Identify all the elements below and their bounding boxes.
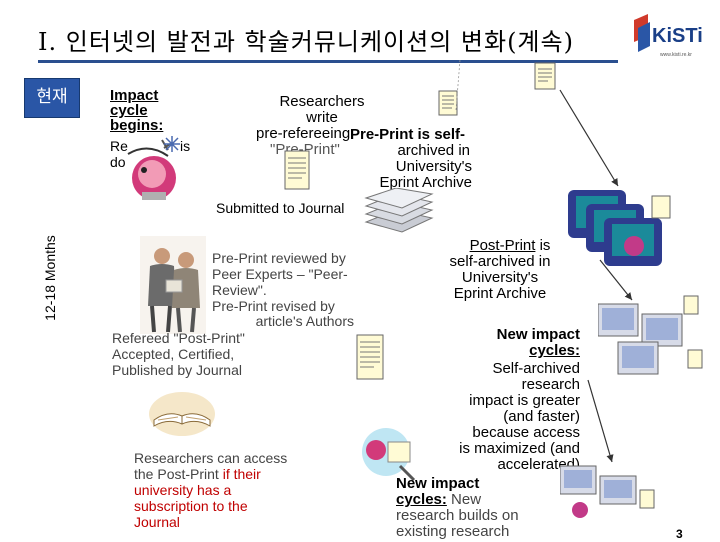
review-4: Pre-Print revised by	[212, 298, 335, 314]
impact-cycle-line: Impact	[110, 87, 159, 104]
new-impact-b3: research builds on	[396, 507, 519, 524]
refereed-1: Refereed "Post-Print"	[112, 330, 245, 346]
new-impact-2: cycles:	[529, 342, 580, 359]
text-fragment: is	[535, 237, 551, 254]
research-done-text: Re	[110, 138, 128, 154]
document-icon	[356, 334, 384, 380]
preprint-self-3: University's	[395, 158, 472, 175]
document-icon	[284, 150, 310, 190]
access-5: Journal	[134, 514, 180, 530]
side-label-current: 현재	[24, 78, 80, 118]
text-fragment: Post-Print	[469, 237, 536, 254]
review-1: Pre-Print reviewed by	[212, 250, 346, 266]
journal-stack-icon	[362, 187, 434, 234]
new-impact-b1: New impact	[396, 475, 480, 492]
arrow-icon	[587, 379, 614, 463]
new-impact-b4: existing research	[396, 523, 510, 540]
title-divider	[38, 60, 618, 63]
postprint-2: self-archived in	[449, 253, 551, 270]
open-book-icon	[148, 386, 216, 438]
access-1: Researchers can access	[134, 450, 288, 466]
research-done-text-2: is	[180, 138, 191, 154]
self-archived-1: Self-archived	[492, 360, 580, 377]
self-archived-2: research	[521, 376, 580, 393]
refereed-3: Published by Journal	[112, 362, 242, 378]
preprint-self-2: archived in	[397, 142, 470, 159]
postprint-1: Post-Print is	[440, 238, 580, 254]
refereed-2: Accepted, Certified,	[112, 346, 235, 362]
researcher-figure-icon	[118, 134, 188, 206]
self-archived-7: accelerated)	[497, 456, 580, 473]
slide-title: Ⅰ. 인터넷의 발전과 학술커뮤니케이션의 변화(계속)	[38, 28, 574, 56]
preprint-self-4: Eprint Archive	[379, 174, 472, 191]
self-archived-5: because access	[472, 424, 580, 441]
text-fragment: the Post-Print	[134, 466, 223, 482]
document-icon	[438, 90, 458, 116]
self-archived-3: impact is greater	[469, 392, 580, 409]
researchers-write-2: write	[306, 109, 338, 126]
text-fragment: cycles:	[396, 491, 447, 508]
new-impact-1: New impact	[496, 326, 580, 343]
new-impact-b2: cycles: New	[396, 492, 481, 508]
page-number: 3	[676, 527, 683, 541]
star-icon	[164, 136, 180, 152]
researchers-write-3: pre-refereeing	[256, 125, 351, 142]
access-2: the Post-Print if their	[134, 466, 261, 482]
impact-cycle-heading: Impact cycle begins:	[110, 88, 163, 133]
kisti-logo: KiSTi www.kisti.re.kr	[630, 12, 710, 62]
computer-user-icon	[559, 460, 660, 526]
text-fragment: Re	[110, 138, 128, 154]
access-4: subscription to the	[134, 498, 248, 514]
postprint-4: Eprint Archive	[453, 285, 547, 302]
svg-text:www.kisti.re.kr: www.kisti.re.kr	[660, 52, 692, 58]
people-photo-icon	[140, 236, 206, 334]
self-archived-4: (and faster)	[503, 408, 580, 425]
postprint-3: University's	[461, 269, 539, 286]
impact-cycle-line: cycle	[110, 102, 148, 119]
logo-text: KiSTi	[652, 25, 703, 47]
computer-user-icon	[568, 186, 676, 278]
computer-user-icon	[356, 422, 426, 484]
submitted-label: Submitted to Journal	[216, 200, 345, 216]
computer-user-icon	[597, 290, 710, 386]
review-5: article's Authors	[255, 313, 354, 329]
researchers-write-1: Researchers	[279, 93, 365, 110]
review-3: Review".	[212, 282, 267, 298]
preprint-self-1: Pre-Print is self-	[350, 126, 466, 143]
research-done-text-3: do	[110, 154, 126, 170]
text-fragment-red: if their	[222, 466, 261, 482]
arrow-icon	[559, 89, 619, 187]
review-2: Peer Experts – "Peer-	[212, 266, 348, 282]
access-3: university has a	[134, 482, 232, 498]
impact-cycle-line: begins:	[110, 117, 164, 134]
text-fragment: New	[446, 491, 482, 508]
document-icon	[534, 62, 556, 90]
arrow-icon	[599, 259, 633, 301]
self-archived-6: is maximized (and	[459, 440, 580, 457]
